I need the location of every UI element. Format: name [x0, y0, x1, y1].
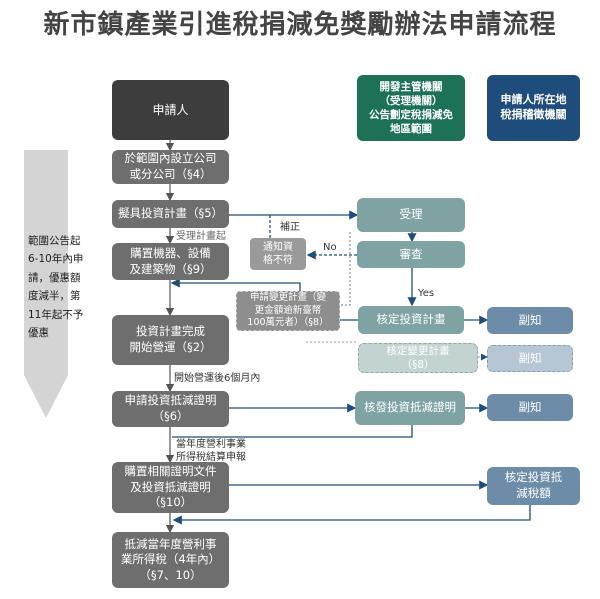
authority-issue-certificate: 核發投資抵減證明: [355, 391, 465, 425]
authority-approve-plan: 核定投資計畫: [358, 306, 464, 334]
notice-change-request: 申請變更計畫（變 更金額逾新臺幣 100萬元者）（§8）: [236, 291, 340, 331]
tax-agency-header: 申請人所在地 稅捐稽徵機關: [487, 75, 580, 141]
label-correct: 補正: [280, 222, 300, 233]
label-annual-tax: 當年度營利事業 所得稅結算申報: [176, 439, 246, 463]
label-no: No: [323, 242, 337, 253]
authority-header: 開發主管機關 （受理機關） 公告劃定稅捐減免 地區範圍: [357, 75, 465, 141]
step-tax-deduction: 抵減當年度營利事 業所得稅（4年內） （§7、10）: [112, 532, 229, 588]
label-plan-start: 受理計畫起: [176, 231, 226, 242]
step-purchase-equipment: 購置機器、設備 及建築物（§9）: [112, 243, 229, 280]
copy-notice-3: 副知: [487, 394, 573, 421]
timeline-arrow: [24, 150, 68, 418]
authority-approve-change: 核定變更計畫 （§8）: [358, 343, 478, 373]
authority-accept: 受理: [357, 198, 465, 232]
page-title: 新市鎮產業引進稅捐減免獎勵辦法申請流程: [43, 10, 557, 40]
step-plan-complete: 投資計畫完成 開始營運（§2）: [112, 315, 229, 365]
step-apply-certificate: 申請投資抵減證明 （§6）: [112, 391, 229, 427]
step-establish-company: 於範圍內設立公司 或分公司（§4）: [112, 150, 229, 184]
tax-approve-amount: 核定投資抵 減稅額: [487, 467, 580, 505]
notice-ineligible: 通知資 格不符: [250, 238, 306, 270]
applicant-header: 申請人: [112, 80, 229, 140]
copy-notice-1: 副知: [487, 307, 573, 334]
label-six-months: 開始營運後6個月內: [174, 373, 261, 384]
step-purchase-documents: 購置相關證明文件 及投資抵減證明 （§10）: [112, 462, 229, 513]
step-draft-plan: 擬具投資計畫（§5）: [112, 200, 229, 228]
label-yes: Yes: [418, 288, 435, 299]
copy-notice-2: 副知: [487, 345, 573, 372]
authority-review: 審查: [357, 241, 465, 268]
timeline-note: 範圍公告起 6-10年內申 請，優惠額 度減半，第 11年起不予 優惠: [28, 235, 84, 339]
